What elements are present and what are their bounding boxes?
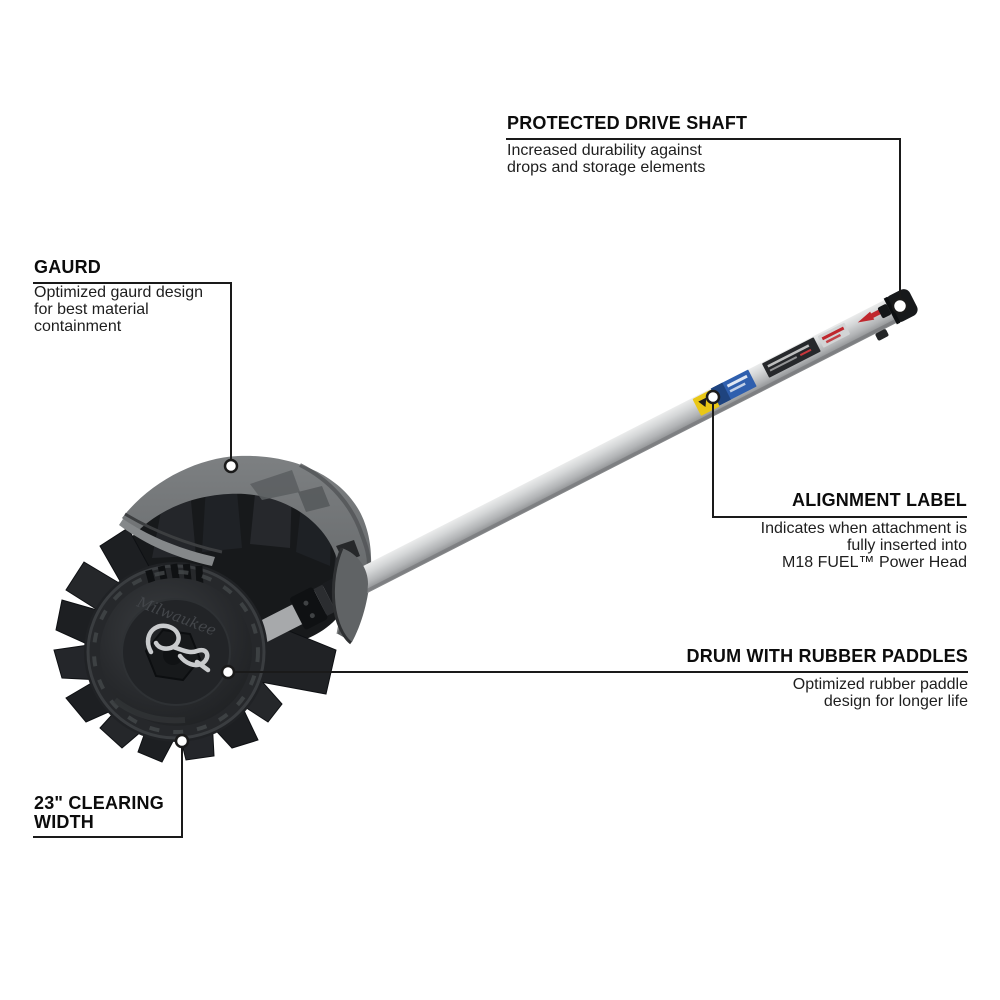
callout-title: 23" CLEARING bbox=[34, 793, 164, 813]
guard bbox=[119, 455, 372, 642]
body-line: drops and storage elements bbox=[507, 159, 706, 176]
endpoint-gaurd bbox=[223, 458, 239, 474]
body-line: Optimized gaurd design bbox=[34, 284, 203, 301]
callout-clearing-width: 23" CLEARING WIDTH bbox=[34, 794, 164, 832]
body-line: M18 FUEL™ Power Head bbox=[782, 554, 967, 571]
drum: Milwaukee bbox=[84, 562, 268, 742]
body-line: containment bbox=[34, 318, 122, 335]
endpoint-alignment-label bbox=[705, 389, 721, 405]
body-line: design for longer life bbox=[823, 693, 968, 710]
body-line: Indicates when attachment is bbox=[760, 520, 967, 537]
callout-alignment-label: ALIGNMENT LABEL Indicates when attachmen… bbox=[761, 490, 967, 572]
endpoint-drum bbox=[220, 664, 236, 680]
body-line: Optimized rubber paddle bbox=[792, 676, 968, 693]
guard-emboss bbox=[298, 486, 330, 512]
callout-gaurd: GAURD Optimized gaurd design for best ma… bbox=[34, 257, 203, 336]
callout-lines bbox=[33, 138, 968, 838]
callout-body: Optimized rubber paddle design for longe… bbox=[687, 676, 968, 710]
callout-title: GAURD bbox=[34, 257, 101, 277]
guard-tail bbox=[331, 540, 368, 645]
endpoint-clearing-width bbox=[174, 733, 190, 749]
leader-alignment-label bbox=[712, 404, 967, 518]
callout-body: Optimized gaurd design for best material… bbox=[34, 284, 203, 335]
guard-emboss bbox=[250, 470, 300, 500]
endpoint-protected-drive-shaft bbox=[891, 297, 909, 315]
callout-endpoints bbox=[174, 297, 909, 749]
hang-tab bbox=[875, 329, 889, 341]
body-line: Increased durability against bbox=[507, 142, 702, 159]
leader-gaurd bbox=[33, 282, 232, 459]
cotter-pin bbox=[145, 623, 211, 673]
body-line: for best material bbox=[34, 301, 149, 318]
callout-title: DRUM WITH RUBBER PADDLES bbox=[686, 646, 968, 666]
callout-drum-with-rubber-paddles: DRUM WITH RUBBER PADDLES Optimized rubbe… bbox=[686, 646, 968, 711]
leader-protected-drive-shaft bbox=[506, 138, 901, 299]
callout-body: Increased durability against drops and s… bbox=[507, 142, 747, 176]
callout-protected-drive-shaft: PROTECTED DRIVE SHAFT Increased durabili… bbox=[507, 113, 748, 177]
body-line: fully inserted into bbox=[846, 537, 967, 554]
callout-title: WIDTH bbox=[34, 812, 94, 832]
callout-title: ALIGNMENT LABEL bbox=[792, 490, 967, 510]
leader-clearing-width bbox=[33, 748, 183, 838]
callout-body: Indicates when attachment is fully inser… bbox=[761, 520, 967, 571]
shaft-button bbox=[877, 304, 891, 319]
alignment-arrow-red bbox=[857, 308, 883, 323]
callout-title: PROTECTED DRIVE SHAFT bbox=[507, 113, 748, 133]
